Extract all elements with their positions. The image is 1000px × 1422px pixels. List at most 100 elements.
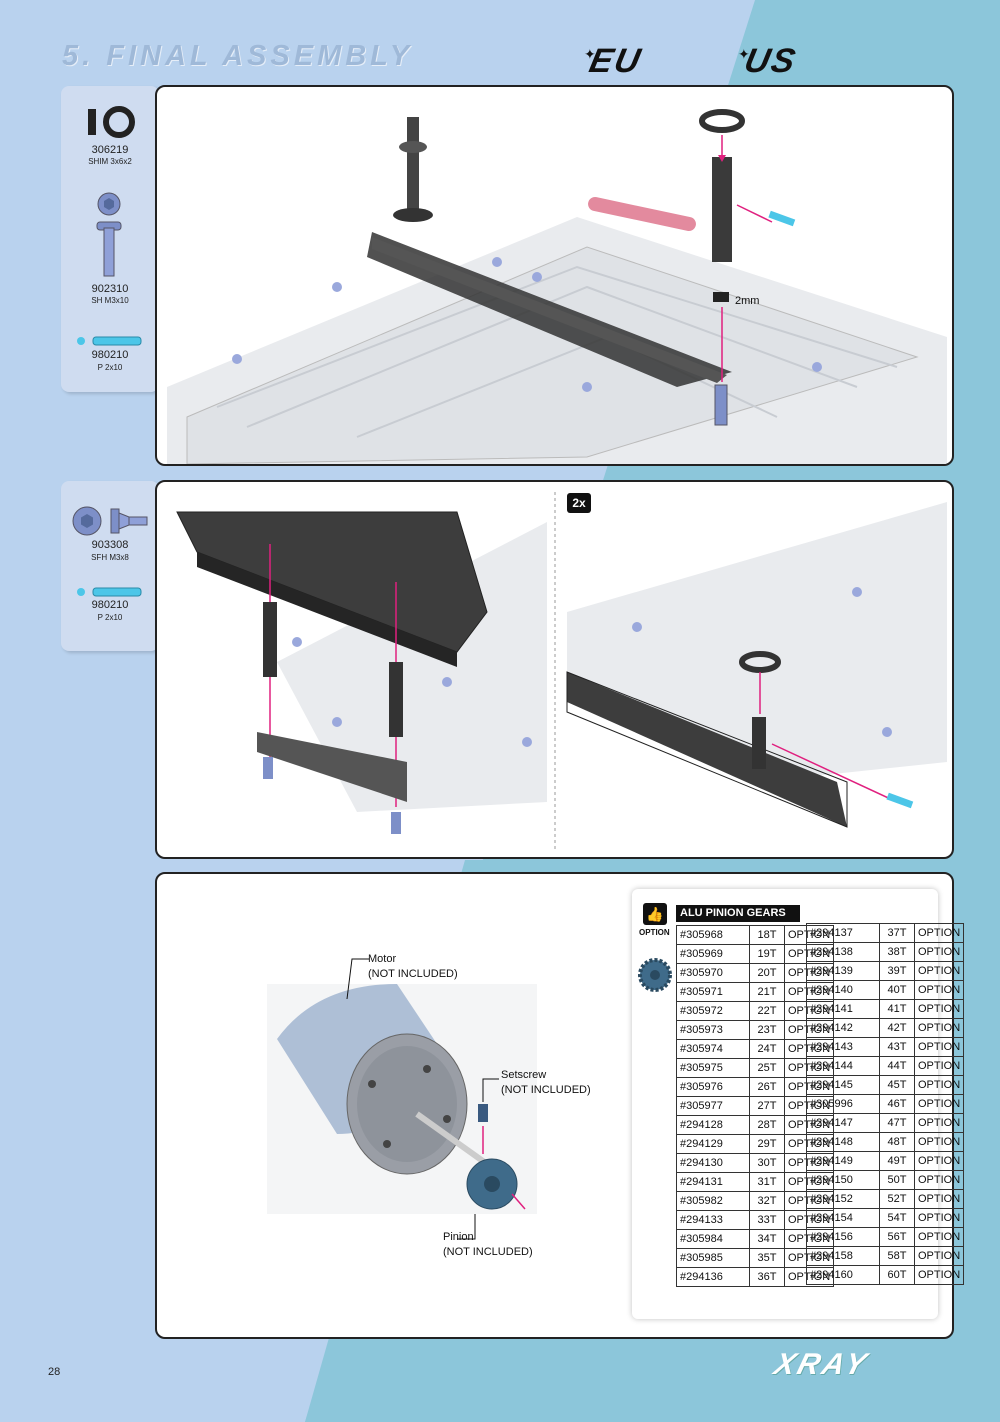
part-number-cell: #294145 xyxy=(806,1075,880,1095)
teeth-cell: 26T xyxy=(749,1077,785,1097)
part-desc: P 2x10 xyxy=(97,613,123,622)
page-number: 28 xyxy=(48,1366,61,1378)
part-number-cell: #294129 xyxy=(676,1134,750,1154)
option-cell: OPTION xyxy=(913,1265,965,1285)
teeth-cell: 52T xyxy=(879,1189,915,1209)
teeth-cell: 31T xyxy=(749,1172,785,1192)
countersunk-screw-icon xyxy=(72,506,148,536)
part-code: 980210 xyxy=(91,349,129,361)
option-cell: OPTION xyxy=(913,942,965,962)
part-number-cell: #294141 xyxy=(806,999,880,1019)
option-cell: OPTION xyxy=(913,1227,965,1247)
teeth-cell: 38T xyxy=(879,942,915,962)
teeth-cell: 32T xyxy=(749,1191,785,1211)
teeth-cell: 27T xyxy=(749,1096,785,1116)
part-number-cell: #305977 xyxy=(676,1096,750,1116)
part-number-cell: #294133 xyxy=(676,1210,750,1230)
part-number-cell: #305969 xyxy=(676,944,750,964)
teeth-cell: 46T xyxy=(879,1094,915,1114)
teeth-cell: 29T xyxy=(749,1134,785,1154)
teeth-cell: 54T xyxy=(879,1208,915,1228)
teeth-cell: 25T xyxy=(749,1058,785,1078)
teeth-cell: 43T xyxy=(879,1037,915,1057)
teeth-cell: 21T xyxy=(749,982,785,1002)
chassis-illustration: 2mm xyxy=(167,109,947,464)
chassis-illustration xyxy=(176,492,947,852)
teeth-cell: 30T xyxy=(749,1153,785,1173)
teeth-cell: 50T xyxy=(879,1170,915,1190)
teeth-cell: 34T xyxy=(749,1229,785,1249)
assembly-step-2 xyxy=(155,480,954,859)
teeth-cell: 56T xyxy=(879,1227,915,1247)
measure-label: 2mm xyxy=(735,295,759,307)
teeth-cell: 24T xyxy=(749,1039,785,1059)
part-desc: SFH M3x8 xyxy=(91,553,129,562)
teeth-cell: 44T xyxy=(879,1056,915,1076)
option-cell: OPTION xyxy=(913,1151,965,1171)
teeth-cell: 39T xyxy=(879,961,915,981)
part-number-cell: #294148 xyxy=(806,1132,880,1152)
part-code: 903308 xyxy=(91,539,129,551)
part-number-cell: #294136 xyxy=(676,1267,750,1287)
table-title: ALU PINION GEARS 64P xyxy=(676,905,800,936)
part-number-cell: #294128 xyxy=(676,1115,750,1135)
star-icon: ✦ xyxy=(584,46,596,62)
part-number-cell: #305982 xyxy=(676,1191,750,1211)
part-number-cell: #305968 xyxy=(676,925,750,945)
teeth-cell: 49T xyxy=(879,1151,915,1171)
part-number-cell: #294156 xyxy=(806,1227,880,1247)
part-number-cell: #294137 xyxy=(806,923,880,943)
option-cell: OPTION xyxy=(913,923,965,943)
pin-icon xyxy=(77,587,142,597)
option-cell: OPTION xyxy=(913,980,965,1000)
pin-icon xyxy=(77,336,142,346)
star-icon: ✦ xyxy=(738,46,750,62)
part-number-cell: #294131 xyxy=(676,1172,750,1192)
part-code: 902310 xyxy=(91,283,129,295)
option-cell: OPTION xyxy=(913,961,965,981)
teeth-cell: 60T xyxy=(879,1265,915,1285)
teeth-cell: 41T xyxy=(879,999,915,1019)
part-number-cell: #294150 xyxy=(806,1170,880,1190)
parts-list-2: 903308 SFH M3x8 980210 P 2x10 xyxy=(61,481,159,651)
teeth-cell: 22T xyxy=(749,1001,785,1021)
part-number-cell: #294142 xyxy=(806,1018,880,1038)
part-number-cell: #294143 xyxy=(806,1037,880,1057)
part-number-cell: #294139 xyxy=(806,961,880,981)
part-number-cell: #305996 xyxy=(806,1094,880,1114)
option-cell: OPTION xyxy=(913,1246,965,1266)
part-number-cell: #294140 xyxy=(806,980,880,1000)
screw-icon xyxy=(96,192,122,277)
teeth-cell: 18T xyxy=(749,925,785,945)
brand-logo: XRAY xyxy=(770,1348,873,1381)
part-number-cell: #294149 xyxy=(806,1151,880,1171)
part-desc: P 2x10 xyxy=(97,363,123,372)
teeth-cell: 20T xyxy=(749,963,785,983)
thumbs-up-icon: 👍 xyxy=(643,903,667,925)
part-number-cell: #294144 xyxy=(806,1056,880,1076)
teeth-cell: 45T xyxy=(879,1075,915,1095)
part-number-cell: #294138 xyxy=(806,942,880,962)
teeth-cell: 40T xyxy=(879,980,915,1000)
part-number-cell: #305974 xyxy=(676,1039,750,1059)
teeth-cell: 19T xyxy=(749,944,785,964)
option-cell: OPTION xyxy=(913,1075,965,1095)
part-number-cell: #305971 xyxy=(676,982,750,1002)
part-number-cell: #305984 xyxy=(676,1229,750,1249)
quantity-badge: 2x xyxy=(567,493,591,513)
part-number-cell: #305973 xyxy=(676,1020,750,1040)
